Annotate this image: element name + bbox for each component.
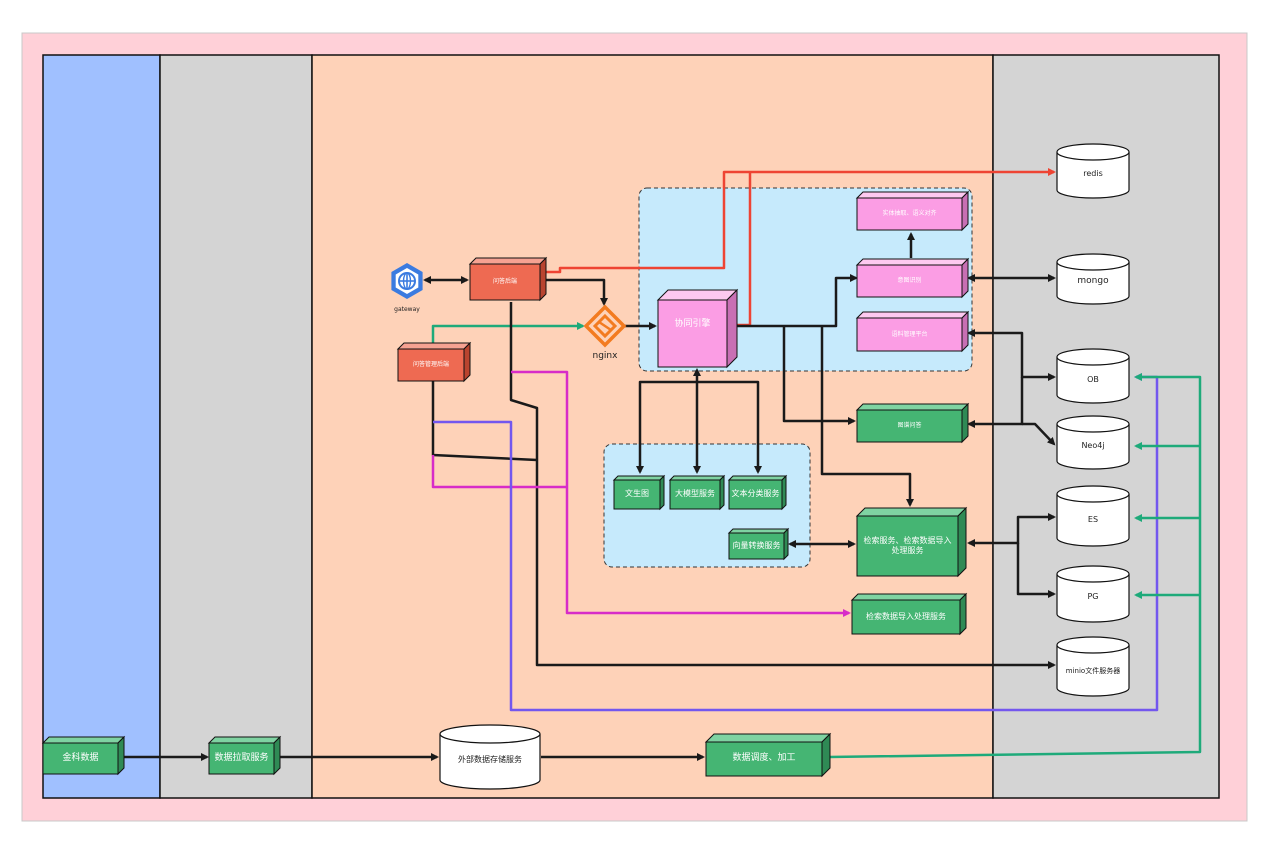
node-classify[interactable]: [727, 474, 788, 511]
db-pg[interactable]: [1056, 565, 1130, 623]
node-dispatch[interactable]: [704, 732, 832, 778]
lane-ingest: [159, 54, 313, 799]
edge-engine-intent: [737, 274, 858, 328]
edge-dispatch-stores: [828, 373, 1202, 759]
node-search-import[interactable]: [850, 592, 968, 636]
node-search[interactable]: [855, 506, 968, 578]
node-qa-admin[interactable]: [396, 341, 472, 383]
gateway-icon: [391, 263, 423, 299]
edge-engine-models: [636, 368, 701, 474]
edge-admin-nginx: [431, 322, 585, 345]
db-minio[interactable]: [1056, 636, 1130, 697]
node-wenshengtu[interactable]: [612, 474, 666, 511]
node-graph-qa[interactable]: [855, 402, 970, 444]
edge-search-es: [967, 513, 1056, 547]
node-vector[interactable]: [727, 527, 790, 561]
lane-source: [42, 54, 161, 799]
db-ext-storage[interactable]: [439, 724, 541, 790]
node-corpus[interactable]: [855, 310, 970, 353]
node-engine[interactable]: [656, 288, 739, 369]
edge-qa-redis: [546, 168, 1056, 274]
node-intent[interactable]: [855, 257, 970, 299]
db-redis[interactable]: [1056, 143, 1130, 199]
node-qa-backend[interactable]: [468, 256, 548, 302]
node-pull[interactable]: [207, 735, 282, 776]
edge-engine-search: [820, 326, 914, 507]
edge-qa-import: [511, 370, 851, 617]
db-neo4j[interactable]: [1056, 415, 1130, 470]
edge-qa-nginx: [546, 278, 608, 306]
db-mongo[interactable]: [1056, 253, 1130, 305]
node-llm[interactable]: [668, 474, 726, 511]
edge-engine-classify: [697, 380, 762, 474]
edge-engine-graphqa: [782, 326, 856, 425]
edge-qa-minio: [509, 302, 1056, 669]
node-jinke[interactable]: [41, 735, 126, 776]
db-es[interactable]: [1056, 485, 1130, 547]
db-ob[interactable]: [1056, 348, 1130, 404]
edge-search-pg: [1016, 543, 1056, 598]
node-entity[interactable]: [855, 190, 970, 232]
edge-corpus-ob: [967, 329, 1056, 381]
nginx-icon: [583, 304, 627, 348]
edge-graphqa-neo4j: [1022, 422, 1056, 446]
edge-admin-import: [431, 455, 567, 489]
